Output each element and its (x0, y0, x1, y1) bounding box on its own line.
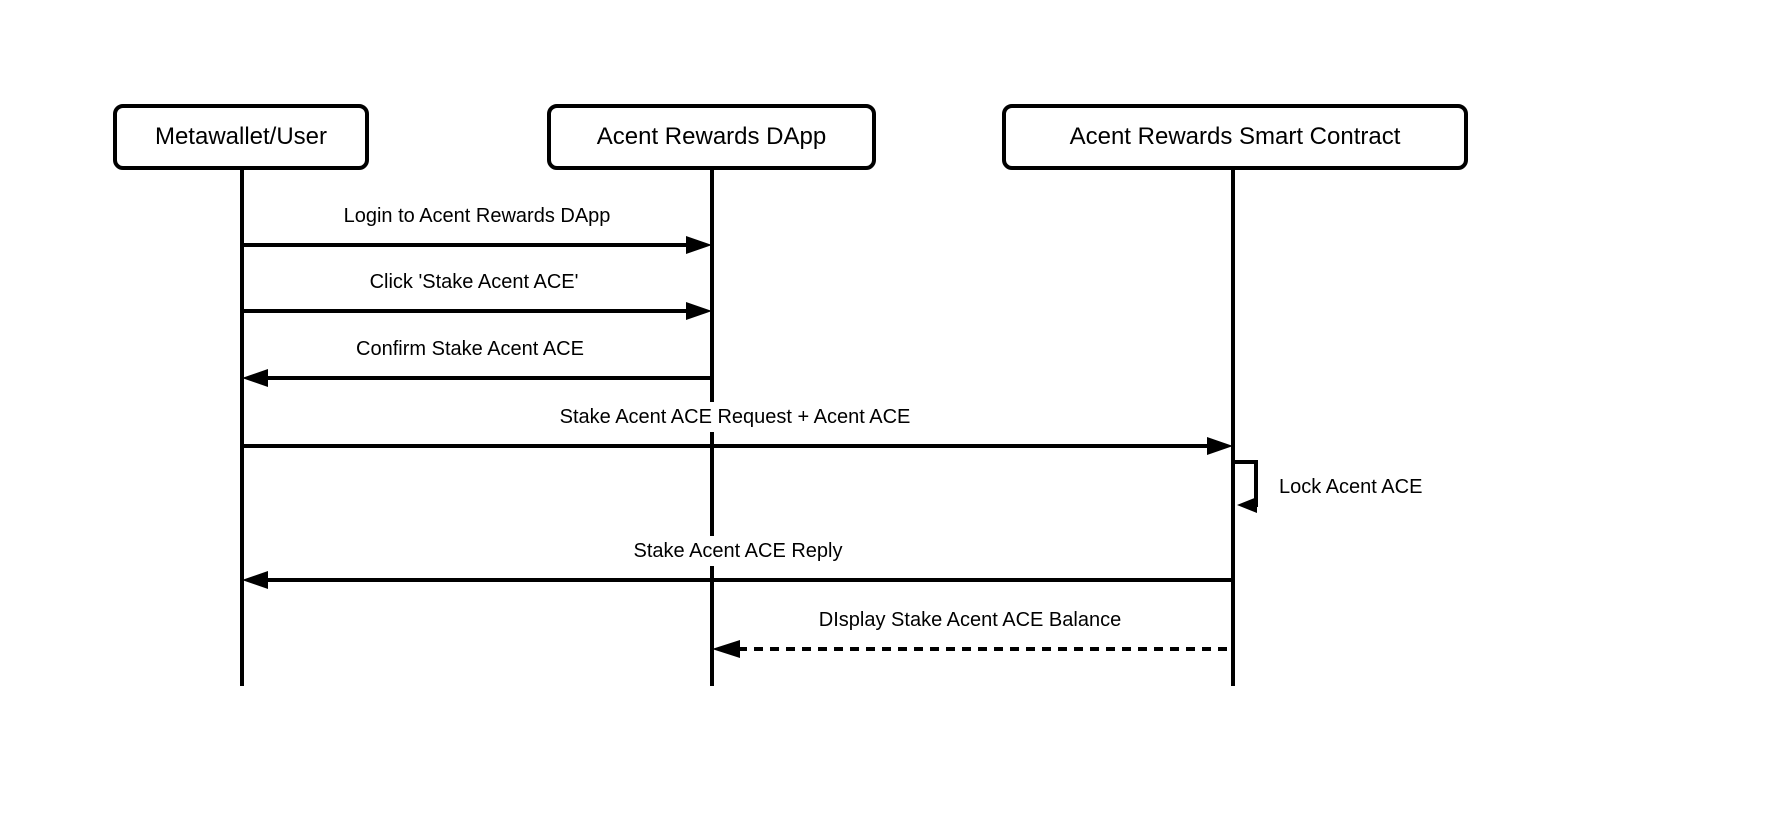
actor-label: Metawallet/User (154, 123, 328, 150)
message-label-display-balance: DIsplay Stake Acent ACE Balance (811, 605, 1129, 635)
arrowhead-right-icon (686, 236, 712, 254)
actor-box-acent-rewards-dapp: Acent Rewards DApp (547, 104, 876, 170)
message-label-click-stake: Click 'Stake Acent ACE' (362, 267, 586, 297)
arrowhead-left-icon (242, 369, 268, 387)
arrowhead-left-icon (1237, 497, 1257, 513)
actor-box-acent-rewards-smart-contract: Acent Rewards Smart Contract (1002, 104, 1468, 170)
self-loop-lock (1235, 460, 1258, 507)
actor-label: Acent Rewards Smart Contract (1069, 123, 1401, 150)
actor-label: Acent Rewards DApp (596, 123, 827, 150)
actor-box-metawallet-user: Metawallet/User (113, 104, 369, 170)
arrowhead-left-icon (242, 571, 268, 589)
arrowhead-right-icon (686, 302, 712, 320)
message-label-lock: Lock Acent ACE (1272, 472, 1430, 502)
arrowhead-left-icon (712, 640, 740, 658)
message-label-confirm-stake: Confirm Stake Acent ACE (349, 334, 591, 364)
message-label-stake-reply: Stake Acent ACE Reply (626, 536, 850, 566)
message-label-stake-request: Stake Acent ACE Request + Acent ACE (552, 402, 918, 432)
arrowhead-right-icon (1207, 437, 1233, 455)
message-label-login: Login to Acent Rewards DApp (336, 201, 618, 231)
